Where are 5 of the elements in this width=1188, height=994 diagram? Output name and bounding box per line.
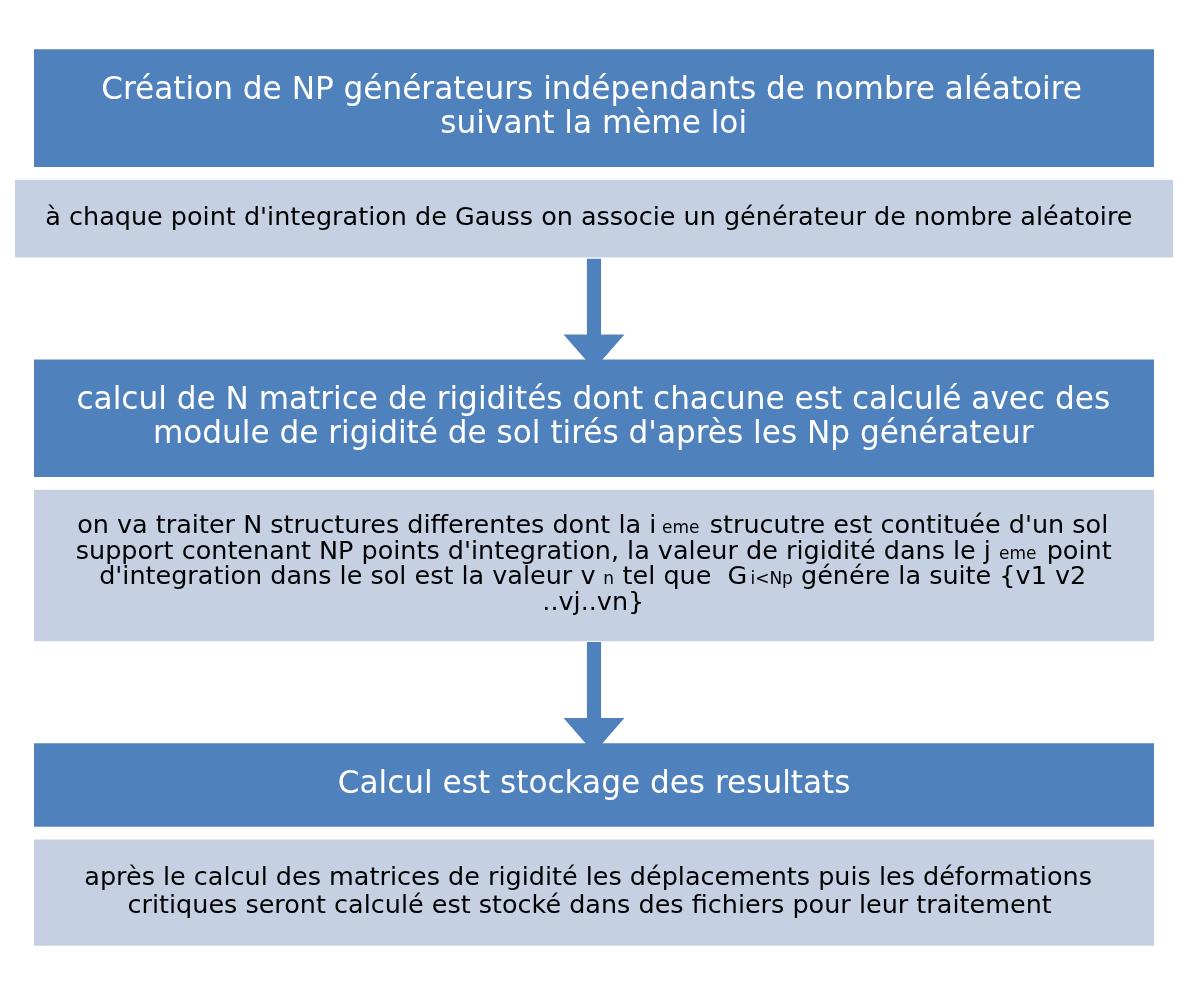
node-box: après le calcul des matrices de rigidité les déplacements puis les déformations critiques seront calculé est stocké dans des fichiers pour leur traitement: [32, 837, 1156, 947]
node-box: Création de NP générateurs indépendants de nombre aléatoire suivant la mème loi: [32, 47, 1156, 168]
node-box: calcul de N matrice de rigidités dont chacune est calculé avec des module de rigidité de sol tirés d'après les Np générateur: [32, 357, 1156, 478]
node-box: à chaque point d'integration de Gauss on associe un générateur de nombre aléatoire: [13, 177, 1175, 259]
node-box: Calcul est stockage des resultats: [32, 741, 1156, 828]
